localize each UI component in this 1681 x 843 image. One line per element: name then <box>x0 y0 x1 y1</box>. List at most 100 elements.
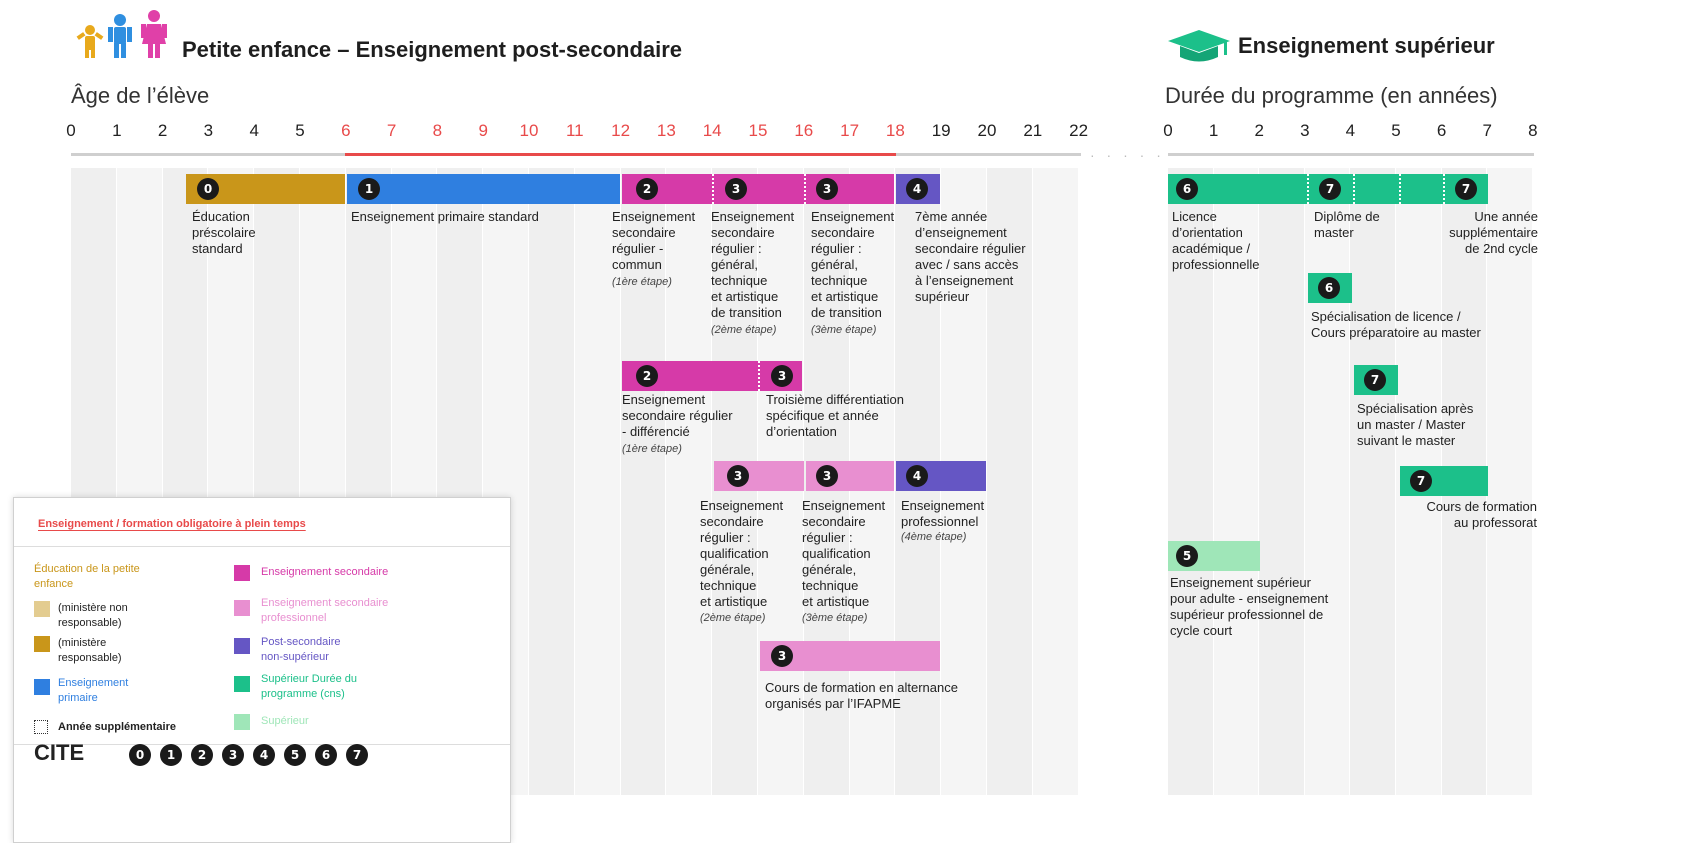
stage-note: (3ème étape) <box>811 324 877 336</box>
age-tick-label: 15 <box>748 121 768 140</box>
age-tick-label: 6 <box>341 121 351 140</box>
label-bachelor: Licence d’orientation académique / profe… <box>1172 209 1260 272</box>
age-tick-label: 1 <box>112 121 122 140</box>
age-tick-label: 14 <box>702 121 722 140</box>
age-tick-label: 8 <box>432 121 443 140</box>
age-column <box>987 168 1032 795</box>
age-tick-label: 21 <box>1023 121 1043 140</box>
level-badge: 2 <box>636 365 658 387</box>
axis-break-dots: · · · · · <box>1090 147 1165 163</box>
legend-swatch-ecec-nonresp <box>34 601 50 617</box>
level-badge: 7 <box>1364 369 1386 391</box>
label-preschool: Éducation préscolaire standard <box>192 209 256 256</box>
cite-level-badge: 7 <box>346 744 368 766</box>
age-tick-label: 19 <box>931 121 951 140</box>
age-tick-label: 7 <box>386 121 397 140</box>
age-column <box>1032 168 1078 795</box>
label-qualification-3: Enseignement secondaire régulier : quali… <box>802 498 886 609</box>
left-axis-title: Âge de l’élève <box>71 83 210 108</box>
level-badge: 7 <box>1410 470 1432 492</box>
level-badge: 7 <box>1319 178 1341 200</box>
label-professional: Enseignement professionnel <box>901 498 985 529</box>
age-column <box>666 168 712 795</box>
label-primary: Enseignement primaire standard <box>351 209 539 224</box>
cite-level-badge: 0 <box>129 744 151 766</box>
legend-secondary-prof: Enseignement secondaire professionnel <box>261 597 389 624</box>
level-badge: 1 <box>358 178 380 200</box>
right-axis-title: Durée du programme (en années) <box>1165 83 1498 108</box>
label-secondary-transition-3: Enseignement secondaire régulier : génér… <box>811 209 895 320</box>
legend-post-secondary: Post-secondaire non-supérieur <box>261 636 341 663</box>
age-column <box>620 168 666 795</box>
graduation-cap-icon <box>1168 30 1230 62</box>
extra-year-divider <box>804 174 806 204</box>
duration-tick-label: 5 <box>1391 121 1401 140</box>
level-badge: 3 <box>816 178 838 200</box>
legend-tertiary: Supérieur Durée du programme (cns) <box>261 673 358 700</box>
duration-column <box>1350 168 1395 795</box>
compulsory-education-line <box>345 153 896 156</box>
legend-ecec-nonresp: (ministère non responsable) <box>58 602 128 629</box>
duration-tick-label: 8 <box>1528 121 1538 140</box>
label-extra-second-cycle: Une année supplémentaire de 2nd cycle <box>1449 209 1538 256</box>
cite-level-badge: 6 <box>315 744 337 766</box>
stage-note: (1ère étape) <box>612 276 672 288</box>
cite-level-badge: 1 <box>160 744 182 766</box>
label-bachelor-specialisation: Spécialisation de licence / Cours prépar… <box>1311 309 1481 340</box>
age-column <box>574 168 620 795</box>
cite-label: CITE <box>34 740 85 765</box>
legend-divider <box>14 546 510 547</box>
stage-note: (2ème étape) <box>711 324 777 336</box>
age-tick-label: 22 <box>1069 121 1089 140</box>
duration-tick-label: 7 <box>1482 121 1492 140</box>
level-badge: 6 <box>1176 178 1198 200</box>
duration-axis-line <box>1168 153 1534 156</box>
cite-level-badge: 3 <box>222 744 244 766</box>
level-badge: 3 <box>727 465 749 487</box>
age-tick-label: 4 <box>249 121 259 140</box>
bar-secondary-common <box>622 174 894 204</box>
label-master-specialisation: Spécialisation après un master / Master … <box>1357 401 1474 448</box>
legend-swatch-tertiary-light <box>234 714 250 730</box>
age-tick-label: 5 <box>295 121 305 140</box>
label-qualification-2: Enseignement secondaire régulier : quali… <box>700 498 784 609</box>
duration-tick-label: 1 <box>1208 121 1219 140</box>
duration-column <box>1304 168 1350 795</box>
legend-swatch-primary <box>34 679 50 695</box>
level-badge: 3 <box>771 365 793 387</box>
age-tick-label: 3 <box>203 121 214 140</box>
legend-ecec-title: Éducation de la petite enfance <box>34 563 140 590</box>
duration-tick-label: 0 <box>1163 121 1173 140</box>
duration-column <box>1487 168 1532 795</box>
level-badge: 2 <box>636 178 658 200</box>
left-section-title: Petite enfance – Enseignement post-secon… <box>182 37 683 62</box>
children-icon <box>76 10 167 58</box>
cite-level-badge: 5 <box>284 744 306 766</box>
legend-extra-year: Année supplémentaire <box>58 721 176 733</box>
legend-secondary: Enseignement secondaire <box>261 566 389 578</box>
legend-primary: Enseignement primaire <box>58 677 129 704</box>
extra-year-divider <box>712 174 714 204</box>
label-secondary-transition-2: Enseignement secondaire régulier : génér… <box>711 209 795 320</box>
extra-year-divider <box>1307 174 1309 204</box>
extra-year-divider <box>1353 174 1355 204</box>
duration-column <box>1259 168 1304 795</box>
stage-note: (2ème étape) <box>700 612 766 624</box>
legend-ecec-resp: (ministère responsable) <box>58 637 122 664</box>
label-master: Diplôme de master <box>1314 209 1380 240</box>
right-section-title: Enseignement supérieur <box>1238 33 1495 58</box>
cite-level-badge: 4 <box>253 744 275 766</box>
age-tick-label: 20 <box>977 121 997 140</box>
level-badge: 5 <box>1176 545 1198 567</box>
legend-swatch-secondary <box>234 565 250 581</box>
level-badge: 3 <box>725 178 747 200</box>
legend-swatch-ecec-resp <box>34 636 50 652</box>
age-tick-label: 9 <box>478 121 488 140</box>
legend-swatch-extra-year <box>34 720 48 734</box>
level-badge: 4 <box>906 465 928 487</box>
level-badge: 7 <box>1455 178 1477 200</box>
level-badge: 4 <box>906 178 928 200</box>
age-tick-label: 18 <box>885 121 905 140</box>
duration-tick-label: 6 <box>1436 121 1447 140</box>
label-secondary-common: Enseignement secondaire régulier - commu… <box>612 209 696 272</box>
